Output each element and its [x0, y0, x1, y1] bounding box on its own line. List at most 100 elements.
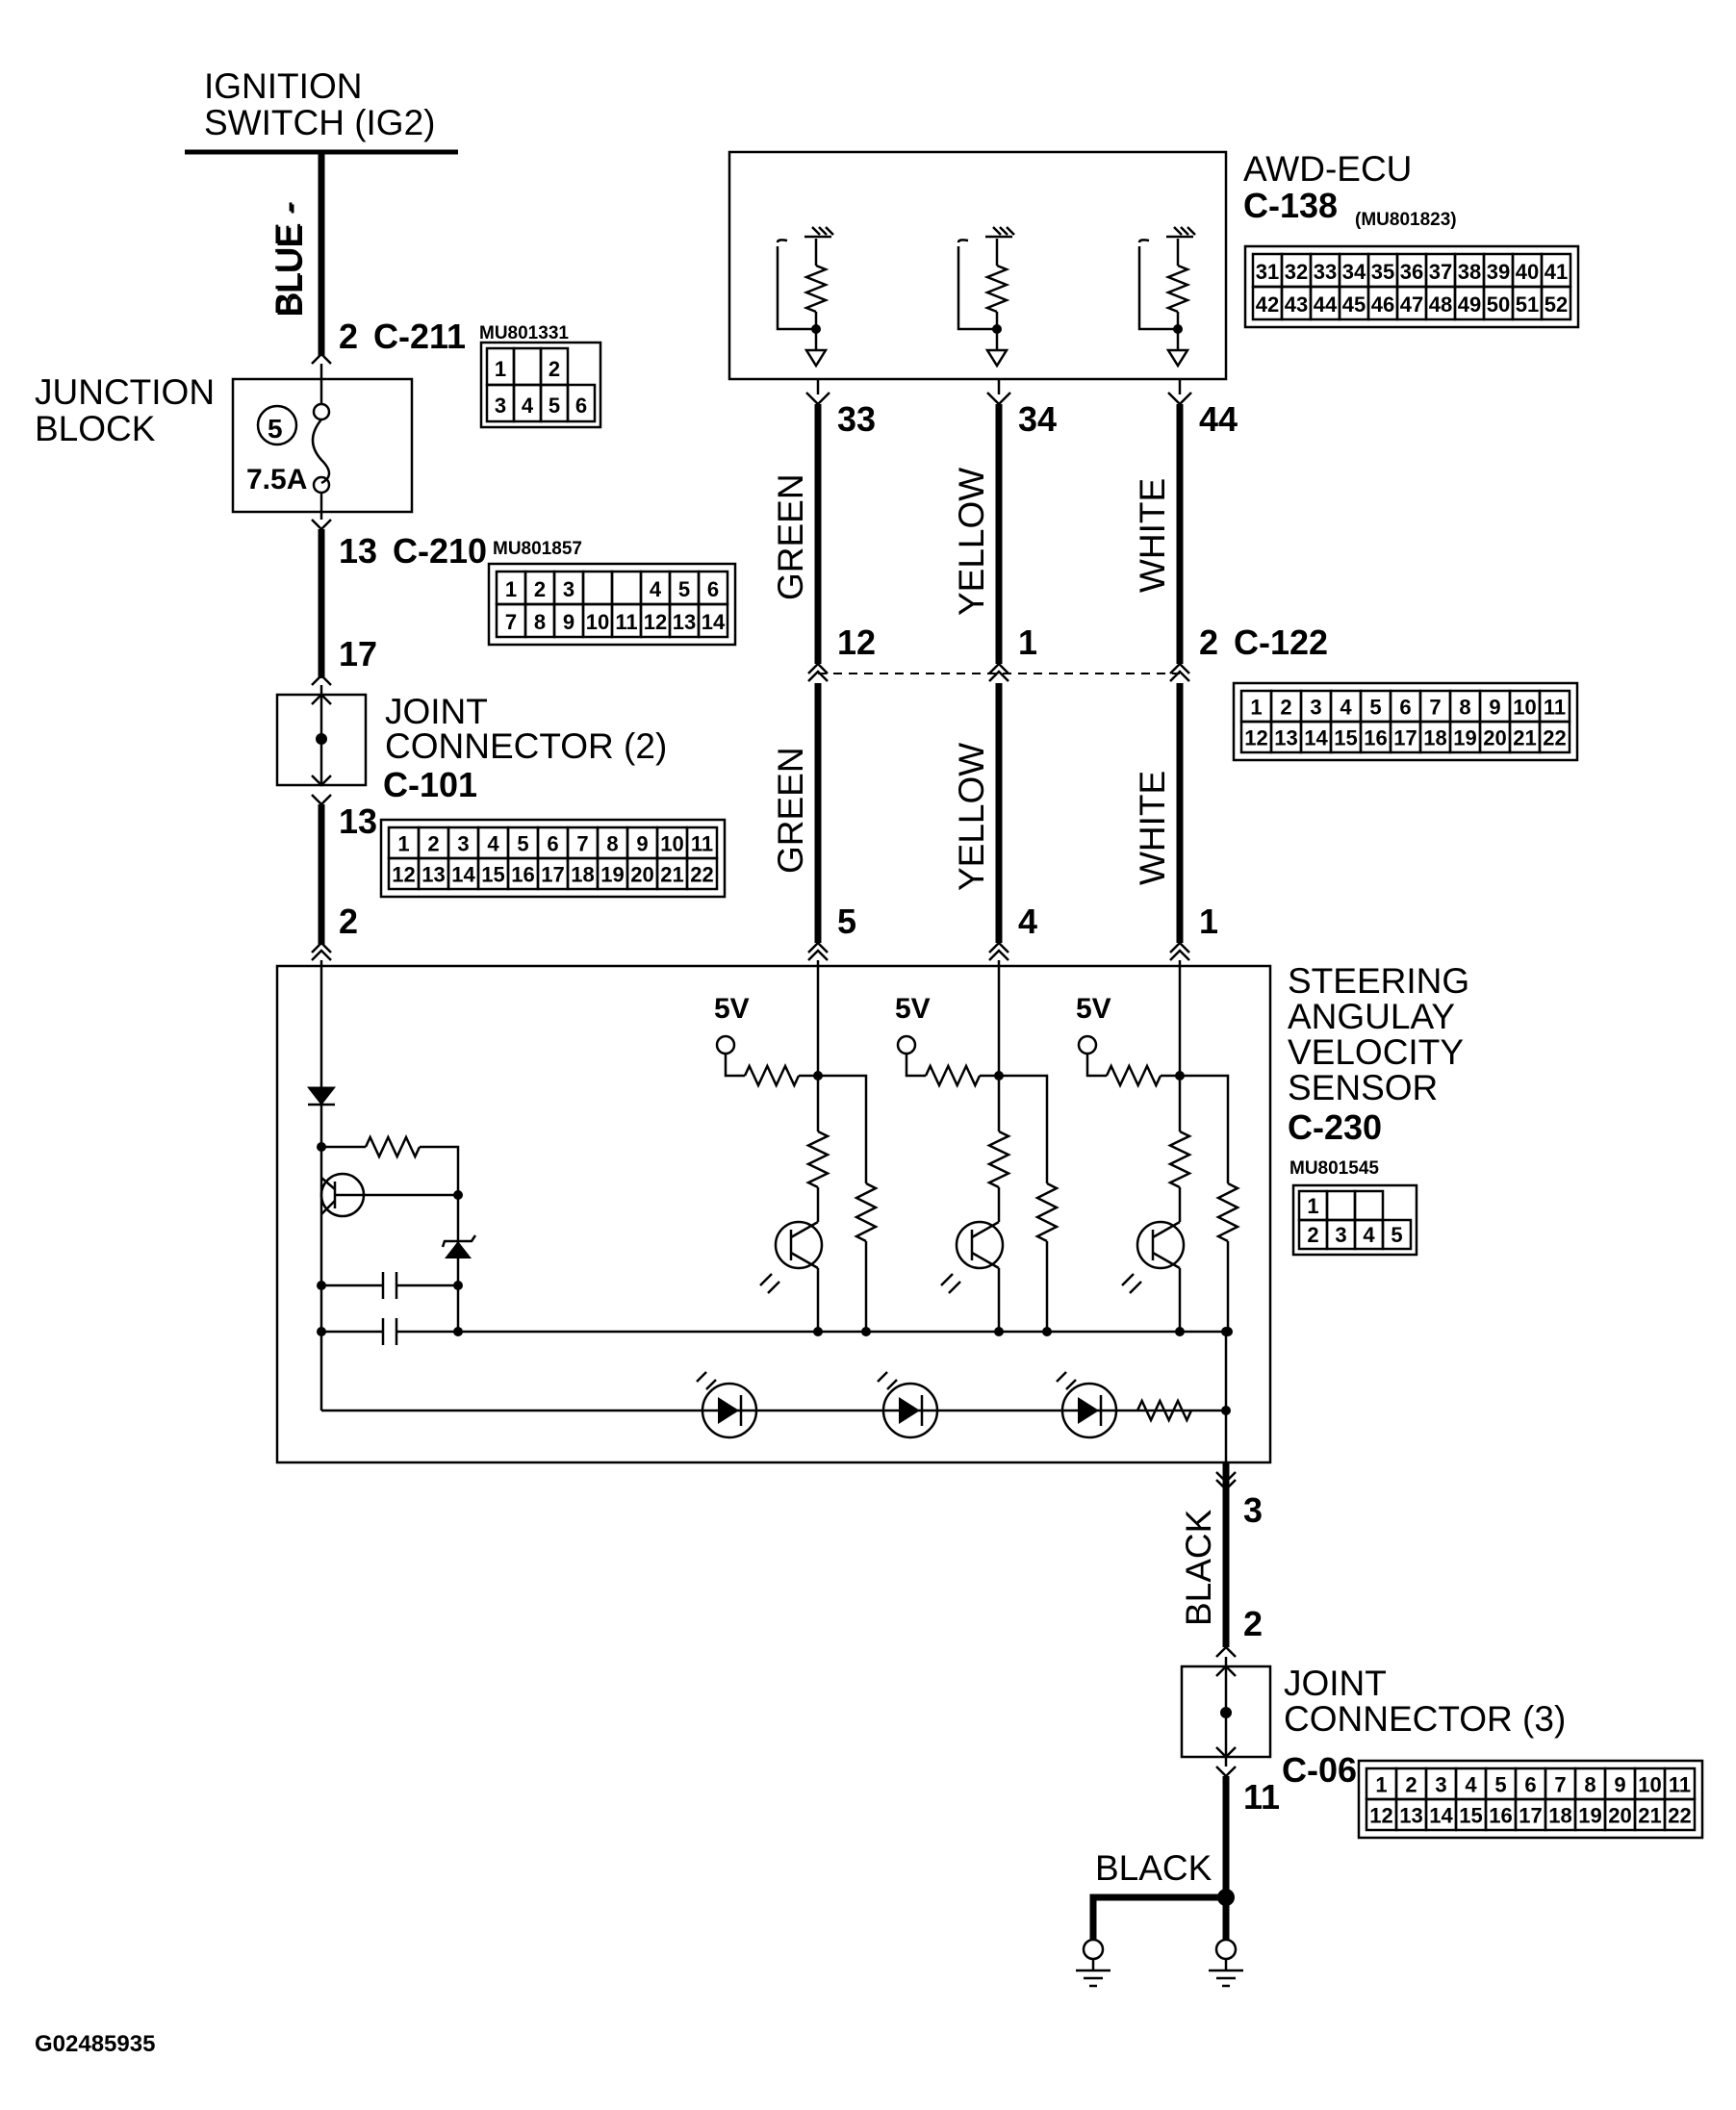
ecu-supply-hatch [1187, 226, 1196, 236]
connector-pin-label: 3 [563, 577, 574, 601]
connector-pin-label: 12 [392, 862, 415, 886]
c211-arrow [311, 352, 332, 365]
connector-pin-label: 39 [1487, 260, 1510, 284]
connector-cell [512, 346, 543, 387]
ecu-supply-hatch [1173, 226, 1183, 236]
connector-pin-label: 4 [1340, 695, 1352, 719]
c210-name: C-210 [393, 531, 487, 571]
wire-label-white-upper: WHITE [1133, 478, 1172, 593]
photo-collector [971, 1220, 1000, 1239]
connector-pin-label: 4 [487, 831, 499, 855]
wire-label-white-lower: WHITE [1133, 771, 1172, 885]
connector-pin-label: 4 [1465, 1772, 1477, 1796]
c122-name: C-122 [1234, 623, 1328, 662]
sensor-arrow-2 [807, 949, 829, 961]
ground-wire-label: BLACK [1095, 1848, 1213, 1888]
connector-pin-label: 12 [1369, 1803, 1392, 1827]
joint2-in-pin: 17 [339, 634, 377, 674]
load-resistor [805, 1130, 830, 1189]
led-emit-arrow [705, 1379, 717, 1390]
connector-pin-label: 8 [1459, 695, 1470, 719]
connector-pin-label: 14 [702, 610, 726, 634]
connector-pin-label: 36 [1400, 260, 1423, 284]
zener-diode-icon [445, 1241, 472, 1258]
transistor-collector [320, 1177, 336, 1190]
connector-pin-label: 47 [1400, 292, 1423, 317]
connector-pin-label: 2 [1280, 695, 1291, 719]
ecu-supply-hatch [1006, 226, 1015, 236]
c06-face-outline [1357, 1759, 1704, 1840]
connector-pin-label: 50 [1487, 292, 1510, 317]
connector-pin-label: 9 [563, 610, 574, 634]
supply-5v-1: 5V [714, 993, 750, 1025]
light-arrow-icon [940, 1273, 954, 1286]
ecu-pullup-resistor [803, 264, 830, 314]
connector-pin-label: 38 [1458, 260, 1481, 284]
wire-label-blue-black-1b: BLUE - [268, 201, 308, 316]
connector-pin-label: 14 [1429, 1803, 1453, 1827]
light-arrow-icon [767, 1281, 780, 1294]
sensor-connector: C-230 [1288, 1107, 1382, 1147]
joint3-label-1: JOINT [1284, 1664, 1387, 1703]
c122-arrow-out [807, 670, 829, 682]
load-resistor [986, 1130, 1011, 1189]
connector-cell [610, 570, 643, 606]
sensor-pin-1: 1 [1199, 902, 1218, 941]
connector-pin-label: 31 [1256, 260, 1279, 284]
connector-cell [685, 856, 719, 891]
ecu-input-line [776, 246, 816, 331]
led-triangle [1078, 1397, 1099, 1424]
connector-pin-label: 2 [1405, 1772, 1417, 1796]
led-icon [881, 1382, 939, 1439]
connector-pin-label: 8 [534, 610, 546, 634]
fuse-terminal-bottom [312, 475, 331, 495]
ecu-supply-hatch [818, 226, 828, 236]
awd-ecu-box [728, 150, 1228, 381]
connector-pin-label: 13 [1399, 1803, 1422, 1827]
node [1175, 1327, 1185, 1336]
steering-sensor-box [275, 964, 1272, 1464]
connector-pin-label: 11 [1544, 695, 1566, 719]
connector-pin-label: 40 [1516, 260, 1539, 284]
wire [1180, 1074, 1230, 1183]
connector-pin-label: 3 [1310, 695, 1321, 719]
connector-pin-label: 37 [1429, 260, 1452, 284]
connector-pin-label: 15 [1459, 1803, 1482, 1827]
zener-bar [441, 1234, 477, 1248]
photo-collector [1152, 1220, 1181, 1239]
ecu-input-line [957, 246, 997, 331]
connector-cell [1325, 1189, 1357, 1222]
c122-face-outline [1232, 681, 1579, 762]
connector-pin-label: 5 [1369, 695, 1381, 719]
led-resistor [1136, 1398, 1193, 1423]
connector-pin-label: 11 [1669, 1772, 1691, 1796]
connector-pin-label: 1 [505, 577, 517, 601]
joint2-label-2: CONNECTOR (2) [385, 726, 667, 766]
pullup-resistor [1105, 1063, 1162, 1088]
joint2-connector: C-101 [383, 765, 477, 804]
photo-emitter [971, 1251, 1000, 1270]
connector-pin-label: 46 [1371, 292, 1394, 317]
c122-arrows [807, 662, 1190, 961]
node [1223, 1327, 1233, 1336]
connector-pin-label: 7 [1554, 1772, 1566, 1796]
ecu-pin-33: 33 [837, 399, 876, 439]
wire [999, 1074, 1049, 1183]
connector-pin-label: 19 [600, 862, 624, 886]
connector-pin-label: 22 [690, 862, 713, 886]
connector-pin-label: 19 [1453, 725, 1476, 750]
ecu-input-symbol [1137, 239, 1150, 243]
connector-pin-label: 5 [1494, 1772, 1506, 1796]
photo-transistor-icon [955, 1220, 1005, 1270]
sensor-label-3: VELOCITY [1288, 1032, 1464, 1072]
c122-pin-2: 2 [1199, 623, 1218, 662]
light-arrow-icon [1129, 1281, 1142, 1294]
connector-pin-label: 12 [1244, 725, 1267, 750]
connector-pin-label: 4 [650, 577, 662, 601]
led-triangle [899, 1397, 920, 1424]
connector-pin-label: 16 [1489, 1803, 1512, 1827]
connector-pin-label: 34 [1342, 260, 1366, 284]
